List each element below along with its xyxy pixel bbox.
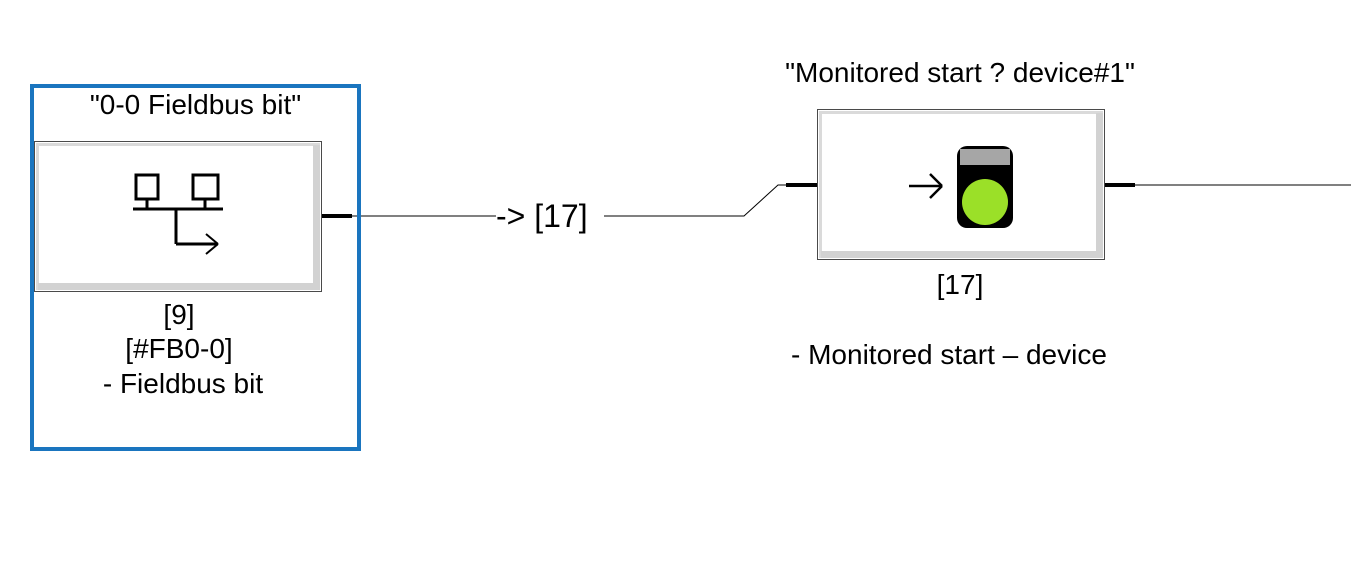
monitored-block-index: [17] — [936, 269, 984, 300]
monitored-start-icon — [909, 146, 1013, 228]
fieldbus-block-description: - Fieldbus bit — [102, 368, 264, 399]
monitored-block-description: - Monitored start – device — [791, 339, 1107, 370]
fieldbus-block[interactable] — [34, 141, 322, 292]
network-icon — [133, 173, 223, 255]
monitored-block-title: "Monitored start ? device#1" — [785, 57, 1135, 88]
fieldbus-block-address: [#FB0-0] — [125, 333, 233, 364]
fieldbus-block-title: "0-0 Fieldbus bit" — [89, 89, 302, 120]
monitored-start-block[interactable] — [817, 109, 1105, 260]
connection-label[interactable]: -> [17] — [496, 198, 588, 234]
fieldbus-block-selection[interactable] — [30, 84, 361, 451]
fieldbus-block-index: [9] — [163, 299, 195, 330]
wire-label-to-monitored — [604, 184, 786, 217]
